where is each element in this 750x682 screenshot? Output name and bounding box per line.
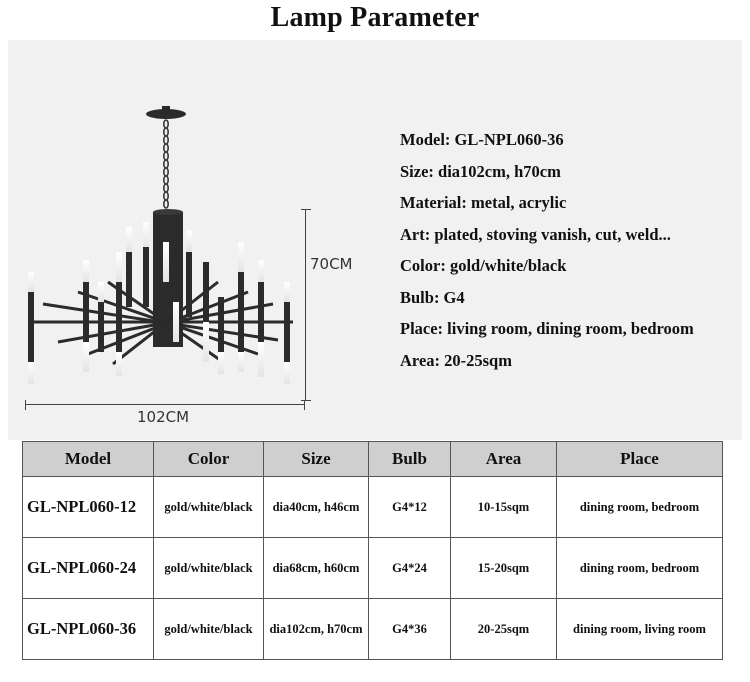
table-row: GL-NPL060-36 gold/white/black dia102cm, … (22, 598, 723, 660)
cell-model: GL-NPL060-12 (22, 476, 154, 538)
table-header-row: Model Color Size Bulb Area Place (22, 441, 723, 477)
chandelier-image (28, 106, 293, 384)
cell-area: 15-20sqm (450, 537, 557, 599)
spec-bulb: Bulb: G4 (400, 287, 465, 307)
width-dimension-line (25, 400, 305, 410)
header-place: Place (556, 441, 723, 477)
header-area: Area (450, 441, 557, 477)
spec-art: Art: plated, stoving vanish, cut, weld..… (400, 224, 671, 244)
spec-color: Color: gold/white/black (400, 256, 567, 275)
cell-color: gold/white/black (153, 537, 264, 599)
spec-list: Model: GL-NPL060-36 Size: dia102cm, h70c… (400, 129, 694, 381)
table-row: GL-NPL060-24 gold/white/black dia68cm, h… (22, 537, 723, 599)
parameter-table: Model Color Size Bulb Area Place GL-NPL0… (22, 441, 723, 660)
cell-size: dia40cm, h46cm (263, 476, 369, 538)
cell-model: GL-NPL060-24 (22, 537, 154, 599)
cell-area: 20-25sqm (450, 598, 557, 660)
cell-place: dining room, bedroom (556, 476, 723, 538)
table-row: GL-NPL060-12 gold/white/black dia40cm, h… (22, 476, 723, 538)
height-label: 70CM (310, 255, 353, 273)
spec-area: Area: 20-25sqm (400, 350, 512, 370)
cell-area: 10-15sqm (450, 476, 557, 538)
cell-size: dia68cm, h60cm (263, 537, 369, 599)
spec-place: Place: living room, dining room, bedroom (400, 319, 694, 338)
header-size: Size (263, 441, 369, 477)
cell-place: dining room, living room (556, 598, 723, 660)
spec-model: Model: GL-NPL060-36 (400, 130, 564, 149)
header-model: Model (22, 441, 154, 477)
spec-material: Material: metal, acrylic (400, 193, 567, 212)
height-dimension-line (301, 209, 311, 401)
page-title: Lamp Parameter (270, 2, 480, 33)
cell-model: GL-NPL060-36 (22, 598, 154, 660)
cell-color: gold/white/black (153, 476, 264, 538)
spec-size: Size: dia102cm, h70cm (400, 161, 561, 181)
cell-bulb: G4*36 (368, 598, 451, 660)
header-color: Color (153, 441, 264, 477)
cell-bulb: G4*24 (368, 537, 451, 599)
cell-size: dia102cm, h70cm (263, 598, 369, 660)
header-bulb: Bulb (368, 441, 451, 477)
cell-place: dining room, bedroom (556, 537, 723, 599)
cell-color: gold/white/black (153, 598, 264, 660)
cell-bulb: G4*12 (368, 476, 451, 538)
width-label: 102CM (137, 408, 190, 426)
